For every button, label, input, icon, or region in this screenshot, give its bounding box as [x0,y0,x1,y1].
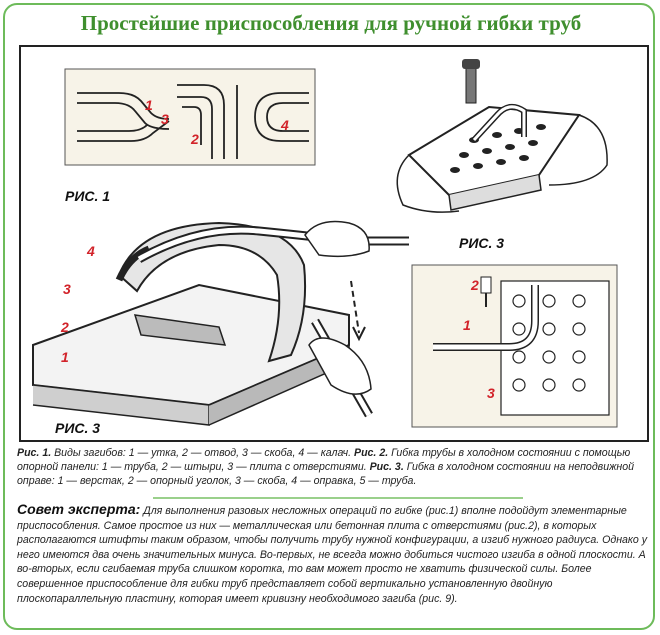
callout-fig1-1: 1 [145,97,153,113]
fig2-plate-with-pins [411,264,618,428]
article-card: Простейшие приспособления для ручной гиб… [3,3,655,630]
page-title: Простейшие приспособления для ручной гиб… [80,11,582,35]
advice-heading: Совет эксперта: [17,501,141,517]
illustration: РИС. 1 РИС. 3 РИС. 3 1 3 2 4 4 3 2 1 2 1… [19,45,649,442]
callout-fig3-4: 4 [87,243,95,259]
fig1-label: РИС. 1 [65,188,111,204]
callout-fig2-1: 1 [463,317,471,333]
fig1-bend-types [64,68,316,166]
callout-fig1-2: 2 [191,131,199,147]
illustration-drawing [19,45,649,442]
callout-fig2-3: 3 [487,385,495,401]
figure-caption: Рис. 1. Виды загибов: 1 — утка, 2 — отво… [17,446,649,488]
fig3-label-top: РИС. 3 [459,235,505,251]
caption-ris2-label: Рис. 2. [354,447,389,459]
callout-fig1-3: 3 [161,111,169,127]
advice-text: Для выполнения разовых несложных операци… [17,505,648,605]
caption-ris1-label: Рис. 1. [17,447,52,459]
expert-advice: Совет эксперта: Для выполнения разовых н… [17,502,649,606]
caption-ris3-text: Гибка в холодном состоянии на неподвижно… [17,461,635,487]
fig3-plate-isometric [396,59,608,213]
fig3-mandrel-scene [32,220,409,426]
fig3-label-bottom: РИС. 3 [55,420,101,436]
caption-ris1-text: Виды загибов: 1 — утка, 2 — отвод, 3 — с… [51,447,354,459]
callout-fig3-3: 3 [63,281,71,297]
caption-ris2-text: Гибка трубы в холодном состоянии с помощ… [17,447,631,473]
callout-fig3-2: 2 [61,319,69,335]
caption-ris3-label: Рис. 3. [369,461,404,473]
callout-fig2-2: 2 [471,277,479,293]
callout-fig1-4: 4 [281,117,289,133]
callout-fig3-1: 1 [61,349,69,365]
section-divider [153,497,523,499]
